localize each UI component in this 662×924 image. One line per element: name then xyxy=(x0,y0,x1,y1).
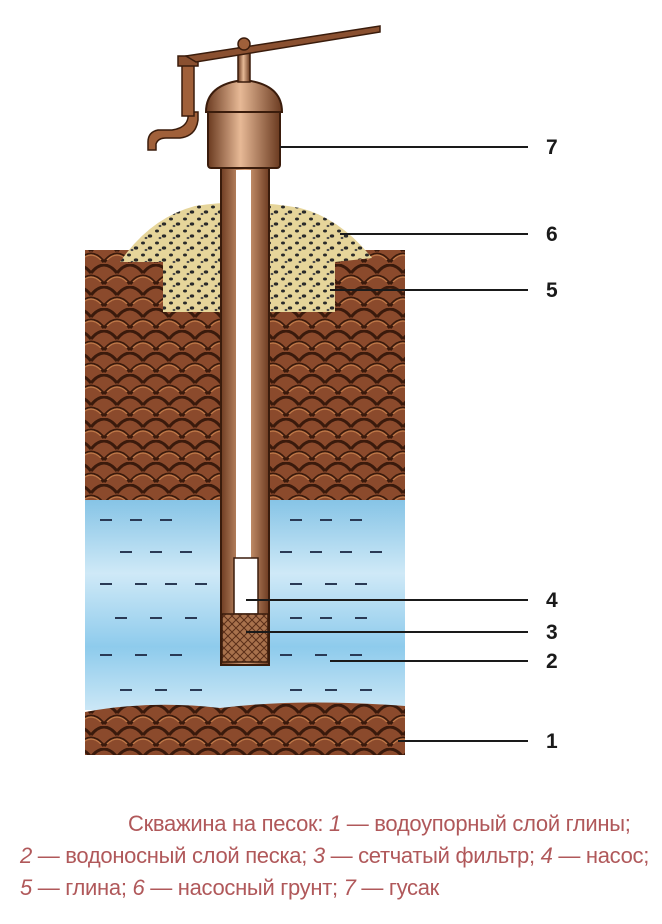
figure-caption: Скважина на песок: 1 — водоупорный слой … xyxy=(0,808,662,904)
clay-layer-bottom xyxy=(85,702,405,755)
water-dashes xyxy=(100,519,382,691)
caption-item-text: — сетчатый фильтр; xyxy=(330,843,536,868)
callout-number-aquifer: 2 xyxy=(546,650,558,673)
mesh-filter xyxy=(221,613,269,663)
caption-item-text: — насос; xyxy=(558,843,650,868)
caption-item-num: 5 xyxy=(20,875,32,900)
caption-line-1: Скважина на песок: 1 — водоупорный слой … xyxy=(0,808,662,840)
caption-item-text: — глина; xyxy=(37,875,127,900)
callout-number-filter: 3 xyxy=(546,621,558,644)
caption-item-text: — гусак xyxy=(361,875,440,900)
caption-title: Скважина на песок: xyxy=(128,811,324,836)
caption-item-num: 2 xyxy=(20,843,32,868)
callout-number-pump: 4 xyxy=(546,589,558,612)
caption-line-2: 2 — водоносный слой песка; 3 — сетчатый … xyxy=(0,840,662,872)
caption-item-text: — водоупорный слой глины; xyxy=(346,811,631,836)
caption-item-num: 3 xyxy=(312,843,325,868)
gooseneck-head xyxy=(147,25,381,169)
caption-item-num: 1 xyxy=(328,811,341,836)
pump xyxy=(233,557,259,615)
caption-item-text: — водоносный слой песка; xyxy=(37,843,308,868)
callout-number-bottom-clay: 1 xyxy=(546,730,558,753)
well-diagram: 7 6 5 4 3 2 1 xyxy=(85,25,558,755)
pipe-bore xyxy=(236,170,251,565)
caption-item-text: — насосный грунт; xyxy=(150,875,338,900)
caption-item-num: 7 xyxy=(343,875,356,900)
caption-line-3: 5 — глина; 6 — насосный грунт; 7 — гусак xyxy=(0,872,662,904)
callout-number-clay: 5 xyxy=(546,279,558,302)
caption-item-num: 4 xyxy=(540,843,553,868)
callout-number-sand-fill: 6 xyxy=(546,223,558,246)
caption-item-num: 6 xyxy=(132,875,145,900)
callout-lines xyxy=(246,146,528,742)
callout-number-gooseneck: 7 xyxy=(546,136,558,159)
